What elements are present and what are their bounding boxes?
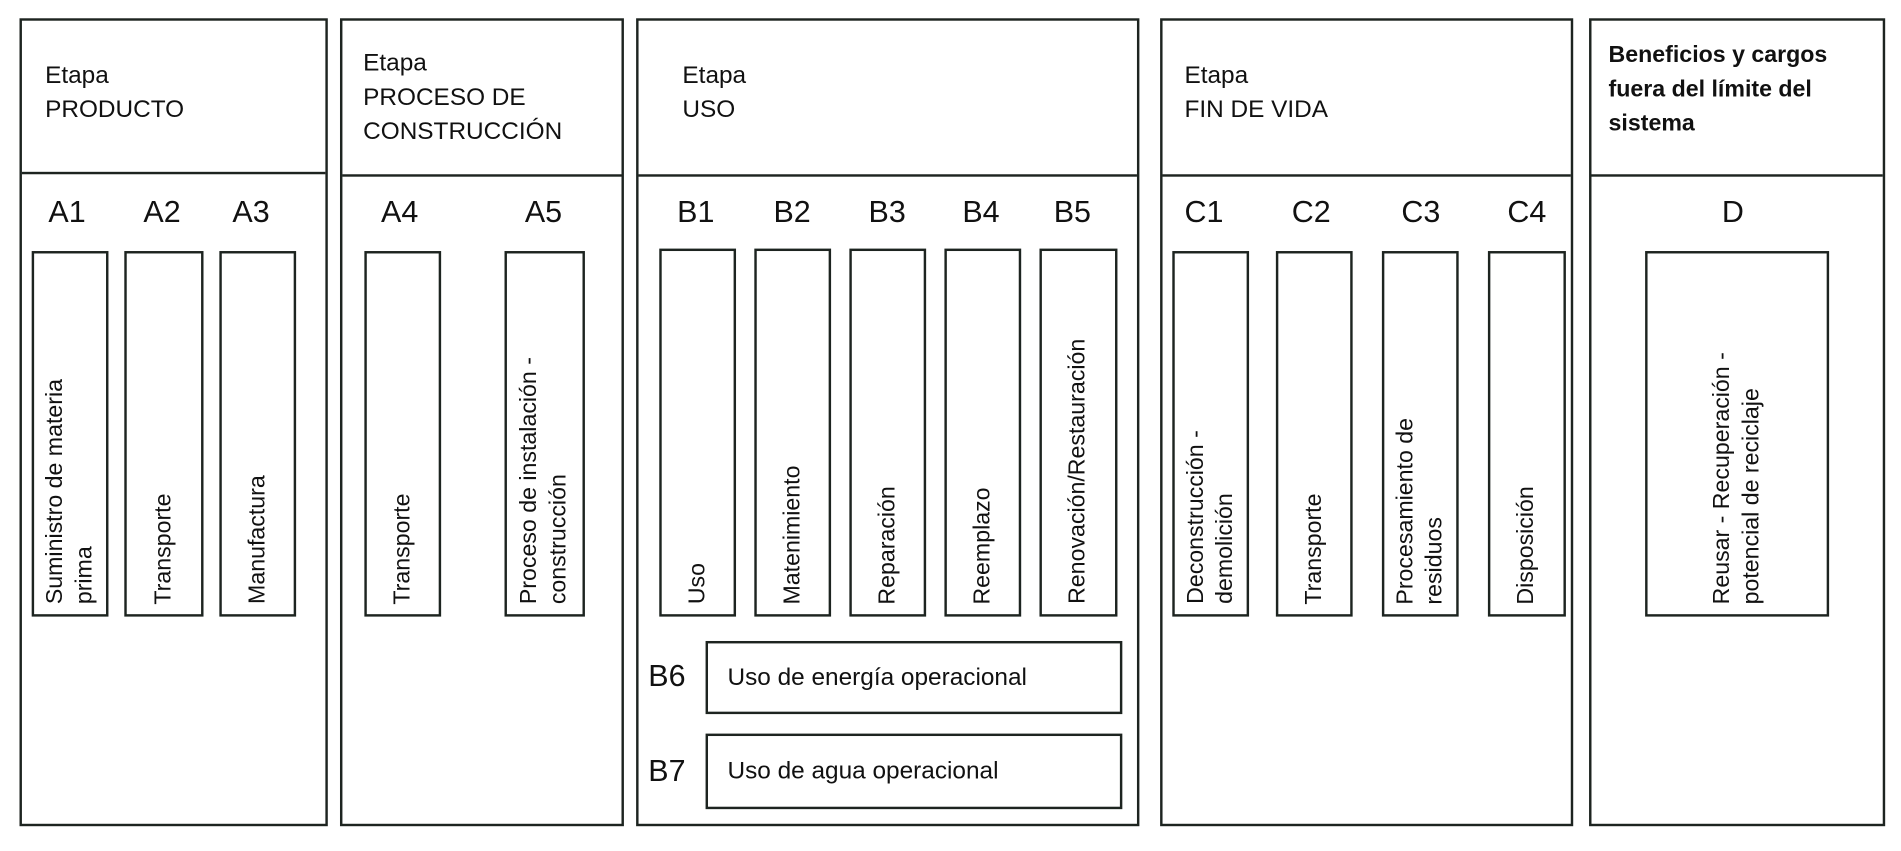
stage-title: Etapa FIN DE VIDA	[1184, 62, 1329, 124]
module-label: Uso de agua operacional	[727, 757, 999, 785]
module-box-b6: Uso de energía operacional	[705, 640, 1123, 715]
stage-header: Etapa PROCESO DE CONSTRUCCIÓN	[342, 21, 622, 177]
module-code: A1	[48, 194, 86, 230]
module-code: D	[1721, 194, 1744, 230]
module-code: B3	[868, 194, 906, 230]
module-label: Transporte	[389, 493, 415, 605]
module-code: B5	[1053, 194, 1092, 230]
module-box-a5: Proceso de instalación - construcción	[504, 251, 585, 617]
module-code: A5	[524, 194, 563, 230]
module-code: A2	[143, 194, 181, 230]
module-code: C3	[1401, 194, 1441, 230]
stage-title: Etapa PRODUCTO	[45, 62, 185, 124]
stage-title: Etapa USO	[682, 62, 747, 124]
module-box-b2: Matenimiento	[754, 248, 832, 617]
module-code: C2	[1291, 194, 1331, 230]
stage-use: Etapa USO	[636, 18, 1140, 827]
stage-title: Etapa PROCESO DE CONSTRUCCIÓN	[363, 49, 563, 146]
stage-title: Beneficios y cargos fuera del límite del…	[1608, 42, 1828, 137]
module-box-a4: Transporte	[364, 251, 442, 617]
module-label: Disposición	[1513, 486, 1540, 605]
stage-header: Etapa PRODUCTO	[21, 21, 326, 175]
module-label: Transporte	[150, 493, 177, 605]
module-code: A4	[381, 194, 419, 230]
module-label: Renovación/Restauración	[1065, 339, 1091, 605]
stage-header: Etapa USO	[638, 21, 1137, 177]
module-label: Uso de energía operacional	[727, 663, 1027, 691]
module-code: C1	[1184, 194, 1224, 230]
module-label: Reemplazo	[969, 487, 995, 605]
module-box-c4: Disposición	[1487, 251, 1566, 617]
module-code: C4	[1507, 194, 1547, 230]
module-box-a2: Transporte	[124, 251, 204, 617]
module-label: Proceso de instalación - construcción	[516, 357, 572, 605]
module-label: Reusar - Recuperación - potencial de rec…	[1709, 352, 1764, 605]
module-box-c3: Procesamiento de residuos	[1381, 251, 1459, 617]
module-code: B6	[648, 659, 686, 694]
module-box-b1: Uso	[659, 248, 737, 617]
stage-header: Etapa FIN DE VIDA	[1162, 21, 1571, 177]
module-box-c1: Deconstrucción - demolición	[1172, 251, 1250, 617]
module-label: Uso	[684, 563, 710, 605]
module-code: A3	[232, 194, 270, 230]
module-box-b5: Renovación/Restauración	[1039, 248, 1118, 617]
module-label: Reparación	[874, 486, 900, 605]
stage-construction: Etapa PROCESO DE CONSTRUCCIÓN	[339, 18, 624, 827]
module-box-b3: Reparación	[849, 248, 927, 617]
module-box-d: Reusar - Recuperación - potencial de rec…	[1645, 251, 1830, 617]
module-box-c2: Transporte	[1275, 251, 1353, 617]
module-code: B4	[962, 194, 1000, 230]
module-code: B1	[677, 194, 715, 230]
module-box-b4: Reemplazo	[944, 248, 1022, 617]
module-label: Procesamiento de residuos	[1392, 417, 1448, 605]
module-label: Transporte	[1300, 493, 1327, 605]
module-label: Deconstrucción - demolición	[1182, 430, 1238, 605]
stage-beyond-system: Beneficios y cargos fuera del límite del…	[1589, 18, 1886, 827]
stage-header: Beneficios y cargos fuera del límite del…	[1591, 21, 1883, 177]
module-label: Manufactura	[244, 475, 270, 605]
module-code: B2	[773, 194, 811, 230]
module-label: Suministro de materia prima	[42, 379, 97, 605]
module-box-b7: Uso de agua operacional	[705, 733, 1123, 810]
module-code: B7	[648, 754, 686, 789]
module-label: Matenimiento	[779, 465, 805, 605]
module-box-a3: Manufactura	[219, 251, 297, 617]
module-box-a1: Suministro de materia prima	[31, 251, 109, 617]
stage-product: Etapa PRODUCTO	[19, 18, 328, 827]
stage-end-of-life: Etapa FIN DE VIDA	[1160, 18, 1574, 827]
